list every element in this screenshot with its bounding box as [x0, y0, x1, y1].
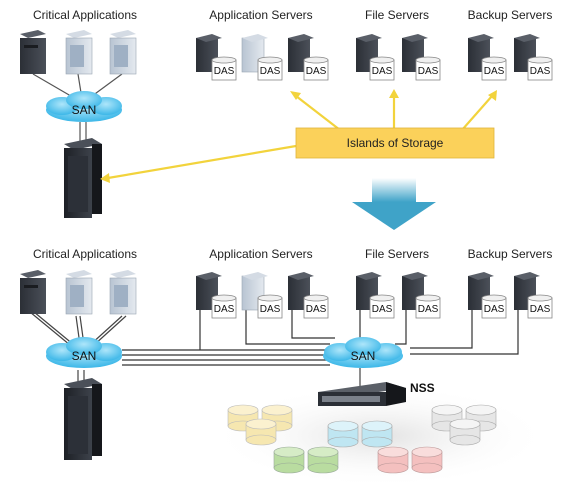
- disk-cylinder-icon: [361, 420, 393, 448]
- das-label: DAS: [214, 304, 235, 315]
- pool-yellow: [227, 404, 293, 446]
- das-label: DAS: [418, 304, 439, 315]
- bottom-backup-servers: [468, 272, 553, 319]
- das-label: DAS: [306, 304, 327, 315]
- top-label-file: File Servers: [365, 8, 429, 22]
- bottom-label-file: File Servers: [365, 247, 429, 261]
- das-disk-icon: [415, 56, 441, 81]
- top-app-servers: [196, 34, 329, 81]
- bottom-label-app: Application Servers: [209, 247, 312, 261]
- tower-server-icon: [20, 30, 46, 74]
- islands-box: [295, 127, 495, 159]
- das-disk-icon: [369, 294, 395, 319]
- bottom-san-label-center: SAN: [351, 349, 376, 363]
- tower-server-icon: [109, 30, 137, 75]
- top-file-servers: [356, 34, 441, 81]
- das-label: DAS: [484, 66, 505, 77]
- bottom-san-label-left: SAN: [72, 349, 97, 363]
- das-disk-icon: [527, 56, 553, 81]
- das-disk-icon: [211, 56, 237, 81]
- top-label-backup: Backup Servers: [468, 8, 553, 22]
- bottom-file-servers: [356, 272, 441, 319]
- nss-appliance-icon: [318, 382, 406, 406]
- das-disk-icon: [303, 56, 329, 81]
- das-disk-icon: [211, 294, 237, 319]
- disk-cylinder-icon: [307, 446, 339, 474]
- das-label: DAS: [260, 66, 281, 77]
- bottom-label-critical: Critical Applications: [33, 247, 137, 261]
- pool-green: [273, 446, 339, 474]
- san-cloud-icon: [46, 337, 122, 368]
- das-label: DAS: [260, 304, 281, 315]
- disk-cylinder-icon: [245, 418, 277, 446]
- nss-label: NSS: [410, 381, 435, 395]
- tower-server-icon: [65, 270, 93, 315]
- das-label: DAS: [214, 66, 235, 77]
- top-san-label: SAN: [72, 103, 97, 117]
- san-interconnect: [122, 292, 519, 366]
- san-cloud-icon: [46, 91, 122, 122]
- das-disk-icon: [257, 56, 283, 81]
- das-label: DAS: [418, 66, 439, 77]
- san-cloud-icon: [323, 337, 403, 368]
- disk-cylinder-icon: [377, 446, 409, 474]
- disk-cylinder-icon: [327, 420, 359, 448]
- bottom-label-backup: Backup Servers: [468, 247, 553, 261]
- top-label-app: Application Servers: [209, 8, 312, 22]
- tower-server-icon: [109, 270, 137, 315]
- disk-cylinder-icon: [449, 418, 481, 446]
- das-disk-icon: [369, 56, 395, 81]
- tower-server-icon: [65, 30, 93, 75]
- das-disk-icon: [257, 294, 283, 319]
- top-backup-servers: [468, 34, 553, 81]
- storage-rack-icon: [64, 378, 102, 460]
- das-disk-icon: [481, 56, 507, 81]
- pool-blue: [327, 420, 393, 448]
- transition-arrow-icon: [352, 178, 436, 230]
- islands-arrows: [100, 89, 497, 183]
- das-disk-icon: [303, 294, 329, 319]
- das-label: DAS: [306, 66, 327, 77]
- top-label-critical: Critical Applications: [33, 8, 137, 22]
- islands-label: Islands of Storage: [347, 136, 444, 150]
- das-disk-icon: [481, 294, 507, 319]
- disk-cylinder-icon: [411, 446, 443, 474]
- das-label: DAS: [372, 304, 393, 315]
- das-label: DAS: [530, 304, 551, 315]
- pool-red: [377, 446, 443, 474]
- storage-rack-icon: [64, 138, 102, 218]
- das-label: DAS: [484, 304, 505, 315]
- disk-cylinder-icon: [273, 446, 305, 474]
- pool-gray: [431, 404, 497, 446]
- das-disk-icon: [527, 294, 553, 319]
- das-label: DAS: [530, 66, 551, 77]
- das-label: DAS: [372, 66, 393, 77]
- das-disk-icon: [415, 294, 441, 319]
- bottom-app-servers: [196, 272, 329, 319]
- tower-server-icon: [20, 270, 46, 314]
